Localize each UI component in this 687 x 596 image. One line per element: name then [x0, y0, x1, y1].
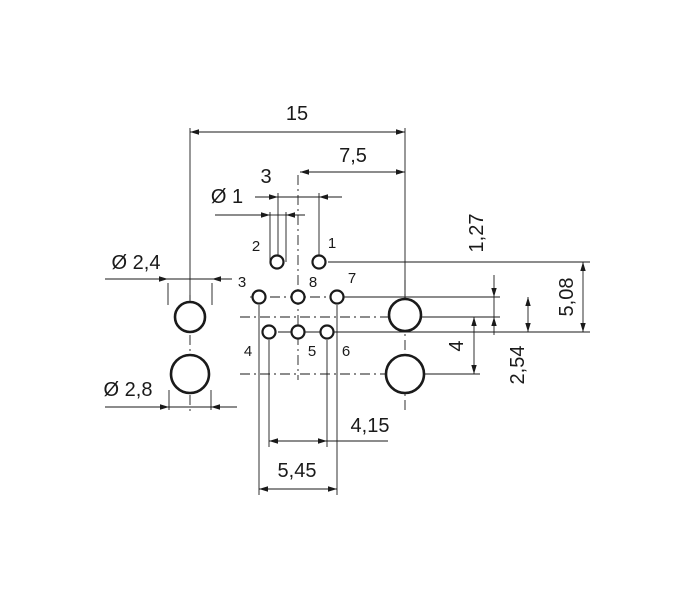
pin-label-6: 6: [342, 343, 350, 360]
pin-6-circle: [319, 324, 335, 340]
pin-8-circle: [290, 289, 306, 305]
dim-half-width: 7,5: [339, 145, 367, 167]
dim-pin-pitch: 3: [260, 166, 271, 188]
pin-label-7: 7: [348, 270, 356, 287]
pin-label-3: 3: [238, 274, 246, 291]
dimension-lines: [105, 129, 586, 492]
pin-label-4: 4: [244, 343, 252, 360]
dim-height-total: 5,08: [556, 278, 578, 317]
mounting-hole-lower-left: [169, 353, 211, 395]
mounting-hole-lower-right: [384, 353, 426, 395]
pin-5-circle: [290, 324, 306, 340]
pin-4-circle: [261, 324, 277, 340]
dim-lower-hole-diameter: Ø 2,8: [104, 379, 153, 401]
pin-label-5: 5: [308, 343, 316, 360]
dim-upper-hole-diameter: Ø 2,4: [112, 252, 161, 274]
pin-3-circle: [251, 289, 267, 305]
dim-pin-diameter: Ø 1: [211, 186, 243, 208]
dim-outer-span: 5,45: [278, 460, 317, 482]
dim-offset-top: 1,27: [466, 214, 488, 253]
dim-inner-span: 4,15: [351, 415, 390, 437]
pin-2-circle: [269, 254, 285, 270]
dim-hole-offset: 4: [446, 340, 468, 351]
pin-7-circle: [329, 289, 345, 305]
pin-label-2: 2: [252, 238, 260, 255]
pin-label-1: 1: [328, 235, 336, 252]
pin-1-circle: [311, 254, 327, 270]
mounting-hole-upper-left: [173, 300, 207, 334]
pin-label-8: 8: [309, 274, 317, 291]
extension-lines: [167, 128, 590, 495]
mounting-hole-upper-right: [387, 297, 423, 333]
dim-overall-width: 15: [286, 103, 308, 125]
contact-pins: [251, 254, 345, 340]
dim-half-height: 2,54: [507, 346, 529, 385]
